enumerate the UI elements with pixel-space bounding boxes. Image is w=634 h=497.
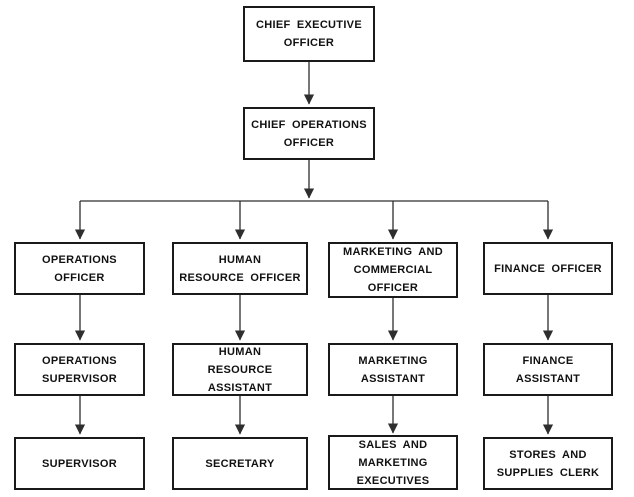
node-label: HUMAN RESOURCE OFFICER [179, 253, 301, 284]
node-sales-and-marketing-executives: SALES AND MARKETING EXECUTIVES [328, 435, 458, 490]
node-operations-supervisor: OPERATIONS SUPERVISOR [14, 343, 145, 396]
node-label: SUPERVISOR [42, 457, 117, 470]
node-finance-officer: FINANCE OFFICER [483, 242, 613, 295]
node-chief-executive-officer: CHIEF EXECUTIVE OFFICER [243, 6, 375, 62]
node-label: MARKETING ASSISTANT [358, 354, 428, 385]
node-label: HUMAN RESOURCE ASSISTANT [207, 345, 273, 394]
node-secretary: SECRETARY [172, 437, 308, 490]
node-label: OPERATIONS OFFICER [42, 253, 117, 284]
node-label: CHIEF EXECUTIVE OFFICER [256, 19, 362, 49]
node-supervisor: SUPERVISOR [14, 437, 145, 490]
node-finance-assistant: FINANCE ASSISTANT [483, 343, 613, 396]
node-label: SALES AND MARKETING EXECUTIVES [356, 438, 430, 487]
node-marketing-and-commercial-officer: MARKETING AND COMMERCIAL OFFICER [328, 242, 458, 298]
node-label: MARKETING AND COMMERCIAL OFFICER [343, 246, 443, 294]
node-human-resource-assistant: HUMAN RESOURCE ASSISTANT [172, 343, 308, 396]
node-human-resource-officer: HUMAN RESOURCE OFFICER [172, 242, 308, 295]
node-chief-operations-officer: CHIEF OPERATIONS OFFICER [243, 107, 375, 160]
node-label: FINANCE OFFICER [494, 262, 602, 275]
node-label: CHIEF OPERATIONS OFFICER [251, 118, 367, 149]
node-label: FINANCE ASSISTANT [515, 354, 581, 385]
node-stores-and-supplies-clerk: STORES AND SUPPLIES CLERK [483, 437, 613, 490]
node-label: SECRETARY [205, 457, 275, 470]
node-label: STORES AND SUPPLIES CLERK [496, 448, 600, 479]
node-label: OPERATIONS SUPERVISOR [42, 354, 117, 385]
node-operations-officer: OPERATIONS OFFICER [14, 242, 145, 295]
node-marketing-assistant: MARKETING ASSISTANT [328, 343, 458, 396]
